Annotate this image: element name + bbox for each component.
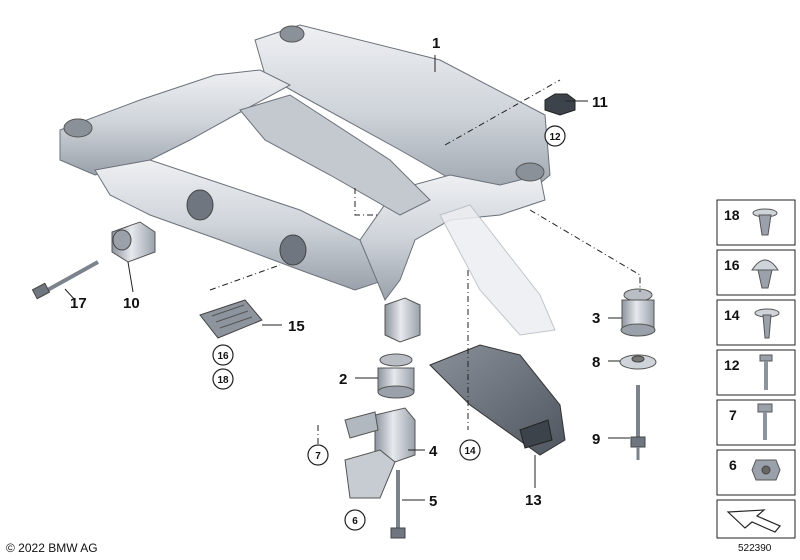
callout-1: 1 xyxy=(432,35,440,52)
part-9-bolt xyxy=(630,385,646,460)
part-3-mount xyxy=(620,288,656,337)
circled-14: 14 xyxy=(464,446,476,457)
part-5-bolt xyxy=(390,470,406,539)
part-4-bracket xyxy=(344,407,416,499)
legend-box-12 xyxy=(716,349,796,396)
push-rivet-16-icon xyxy=(751,259,779,289)
legend-label-12: 12 xyxy=(724,357,740,373)
part-11-buffer xyxy=(544,93,576,116)
callout-5: 5 xyxy=(429,493,437,510)
bolt-12-icon xyxy=(759,354,773,390)
legend-box-18 xyxy=(716,199,796,246)
dashed-assembly-lines xyxy=(209,79,641,448)
callout-4: 4 xyxy=(429,443,438,460)
legend-label-6: 6 xyxy=(729,457,737,473)
callout-labels: 1 2 3 4 5 8 9 10 11 13 15 17 xyxy=(70,35,608,510)
circle-6 xyxy=(344,509,366,531)
direction-arrow-icon xyxy=(726,509,781,533)
circled-18: 18 xyxy=(217,375,229,386)
legend-box-7 xyxy=(716,399,796,446)
circled-16: 16 xyxy=(217,351,229,362)
callout-10: 10 xyxy=(123,295,140,312)
nut-6-icon xyxy=(751,459,781,481)
callout-17: 17 xyxy=(70,295,87,312)
screw-14-icon xyxy=(754,308,780,339)
callout-11: 11 xyxy=(592,94,608,111)
legend-box-16 xyxy=(716,249,796,296)
rear-axle-subframe xyxy=(59,24,556,343)
clip-18-icon xyxy=(752,208,778,236)
part-2-mount xyxy=(377,353,415,399)
callout-13: 13 xyxy=(525,492,542,509)
circle-14 xyxy=(459,439,481,461)
callout-8: 8 xyxy=(592,354,600,371)
circle-16 xyxy=(212,344,234,366)
fastener-legend: 18 16 14 12 7 xyxy=(716,199,796,539)
circled-6: 6 xyxy=(352,516,358,527)
part-17-bolt xyxy=(31,260,99,300)
circled-callouts: 12 16 18 7 6 14 xyxy=(212,125,566,531)
legend-label-14: 14 xyxy=(724,307,740,323)
circle-18 xyxy=(212,368,234,390)
part-15-bracket xyxy=(199,299,263,339)
leader-lines xyxy=(64,55,630,501)
copyright-text: © 2022 BMW AG xyxy=(6,541,98,555)
circle-12 xyxy=(544,125,566,147)
callout-9: 9 xyxy=(592,431,600,448)
circled-7: 7 xyxy=(315,451,321,462)
callout-15: 15 xyxy=(288,318,305,335)
callout-3: 3 xyxy=(592,310,600,327)
part-14-shield xyxy=(429,344,566,456)
legend-box-14 xyxy=(716,299,796,346)
circled-12: 12 xyxy=(549,132,561,143)
bolt-7-icon xyxy=(757,403,773,440)
legend-label-18: 18 xyxy=(724,207,740,223)
part-8-washer xyxy=(619,354,657,370)
legend-label-16: 16 xyxy=(724,257,740,273)
part-10-bushing xyxy=(111,221,156,263)
legend-label-7: 7 xyxy=(729,407,737,423)
callout-2: 2 xyxy=(339,371,347,388)
circle-7 xyxy=(307,444,329,466)
diagram-id: 522390 xyxy=(738,543,772,554)
